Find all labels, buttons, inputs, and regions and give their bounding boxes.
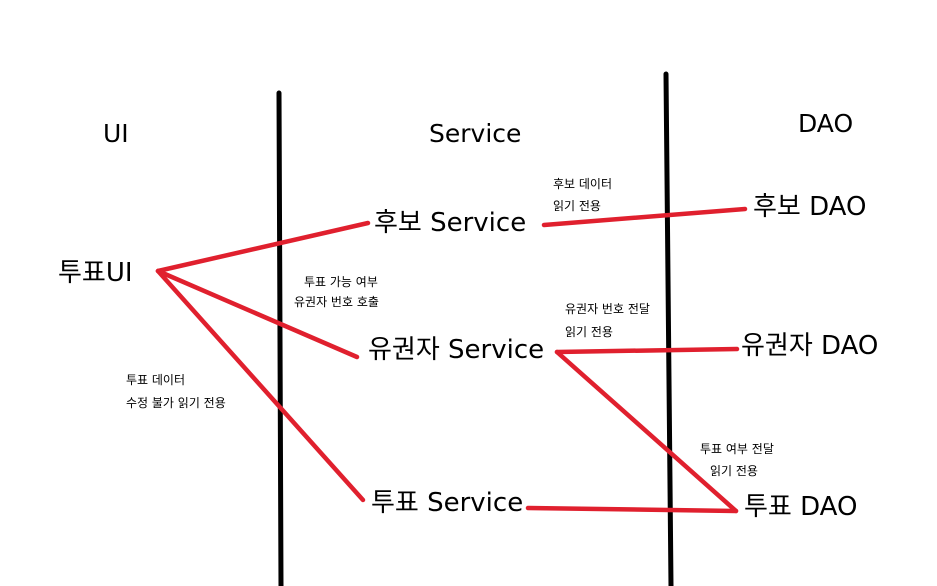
connector-vote-service-to-dao: [525, 505, 739, 514]
column-heading-ui: UI: [103, 119, 129, 148]
connector-candidate-service-to-dao: [541, 206, 748, 228]
node-vote-dao: 투표 DAO: [744, 492, 858, 522]
node-voter-service: 유권자 Service: [368, 335, 545, 365]
column-heading-dao: DAO: [798, 109, 854, 138]
note-voter-number-line1: 유권자 번호 전달: [565, 302, 650, 316]
note-vote-possible-line2: 유권자 번호 호출: [294, 295, 379, 309]
note-candidate-data-line1: 후보 데이터: [553, 177, 613, 191]
connector-ui-to-candidate-service: [155, 220, 371, 274]
note-candidate-data-line2: 읽기 전용: [553, 199, 601, 213]
column-heading-service: Service: [429, 119, 522, 148]
connector-ui-to-voter-service: [155, 268, 360, 360]
node-vote-service: 투표 Service: [371, 488, 524, 518]
divider-ui-service: [276, 90, 284, 586]
note-vote-possible-line1: 투표 가능 여부: [304, 275, 378, 289]
node-candidate-service: 후보 Service: [374, 208, 527, 238]
note-vote-status-line2: 읽기 전용: [710, 464, 758, 478]
note-vote-data-line2: 수정 불가 읽기 전용: [126, 396, 226, 410]
divider-service-dao: [663, 71, 674, 586]
node-candidate-dao: 후보 DAO: [753, 192, 867, 222]
connector-voter-service-to-vote-dao: [554, 349, 739, 514]
note-vote-status-line1: 투표 여부 전달: [700, 442, 774, 456]
connector-ui-to-vote-service: [155, 268, 366, 503]
note-vote-data-line1: 투표 데이터: [126, 373, 186, 387]
note-voter-number-line2: 읽기 전용: [565, 325, 613, 339]
node-vote-ui: 투표UI: [58, 258, 133, 288]
connector-voter-service-to-dao: [554, 346, 740, 355]
node-voter-dao: 유권자 DAO: [741, 331, 879, 361]
